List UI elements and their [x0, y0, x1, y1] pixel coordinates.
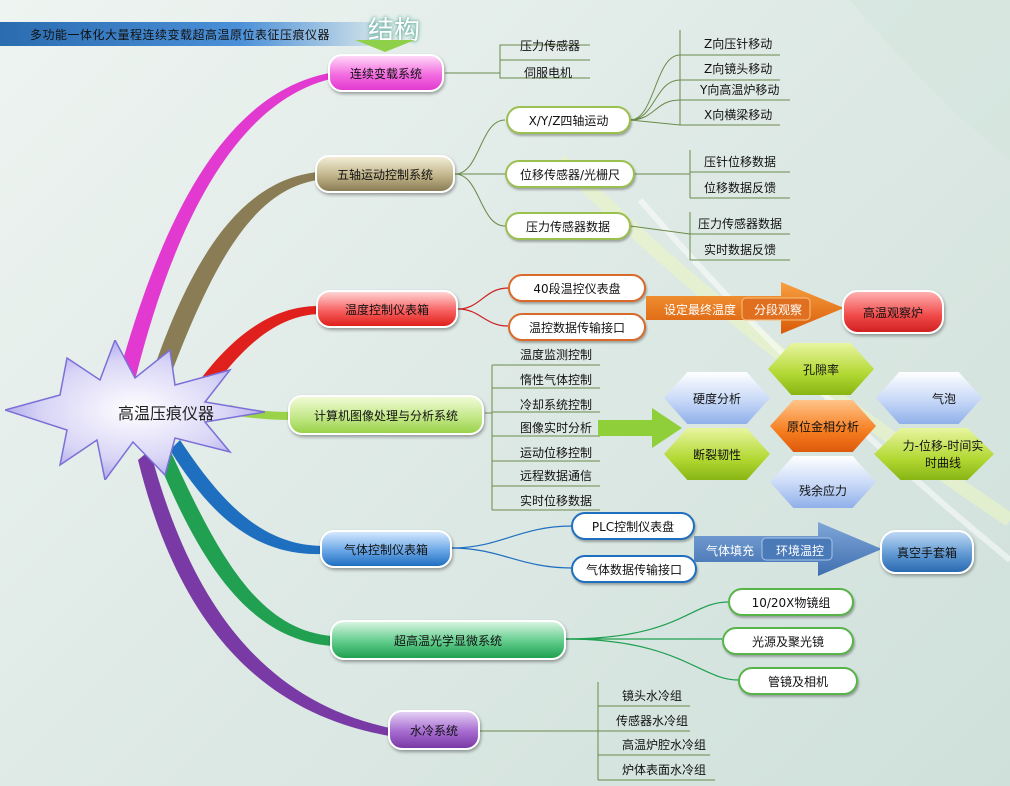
leaf-item: 镜头水冷组	[622, 689, 683, 703]
hex-label: 孔隙率	[802, 362, 839, 377]
sub-node-temp-interface[interactable]: 温控数据传输接口	[508, 313, 646, 341]
leaf-item: 炉体表面水冷组	[622, 763, 707, 777]
arrow-label: 气体填充	[706, 544, 755, 558]
branch-label: 计算机图像处理与分析系统	[313, 408, 458, 423]
leaf-item: 冷却系统控制	[520, 398, 593, 412]
sub-label: 温控数据传输接口	[528, 320, 625, 335]
sub-label: 40段温控仪表盘	[533, 281, 621, 296]
leaf-item: Y向高温炉移动	[700, 83, 780, 97]
sub-node-tube-lens-camera[interactable]: 管镜及相机	[738, 667, 858, 695]
hex-bubble: 气泡	[876, 372, 982, 424]
sub-node-objective-lens[interactable]: 10/20X物镜组	[728, 588, 854, 616]
target-node-furnace[interactable]: 高温观察炉	[842, 290, 944, 334]
branch-label: 五轴运动控制系统	[336, 167, 433, 182]
sub-label: 压力传感器数据	[525, 219, 610, 234]
sub-label: 位移传感器/光栅尺	[519, 167, 621, 182]
leaf-item: 压力传感器	[520, 39, 581, 53]
branch-curve-b6	[158, 450, 332, 646]
arrow-label: 分段观察	[754, 303, 803, 317]
hex-porosity: 孔隙率	[768, 343, 874, 395]
leaf-item: 图像实时分析	[520, 421, 593, 435]
sub-node-light-source[interactable]: 光源及聚光镜	[722, 627, 854, 655]
leaf-item: 位移数据反馈	[704, 181, 777, 195]
hex-label: 气泡	[931, 391, 956, 406]
hex-hardness: 硬度分析	[664, 372, 770, 424]
branch-node-temperature-box[interactable]: 温度控制仪表箱	[316, 290, 458, 328]
branch-label: 温度控制仪表箱	[344, 302, 429, 317]
branch-label: 气体控制仪表箱	[343, 542, 428, 557]
center-node-label: 高温压痕仪器	[118, 404, 215, 423]
leaf-item: 高温炉腔水冷组	[622, 738, 707, 752]
sub-node-gas-interface[interactable]: 气体数据传输接口	[571, 555, 697, 583]
leaf-item: 实时位移数据	[520, 494, 593, 508]
hex-label: 原位金相分析	[786, 419, 859, 434]
hex-label: 断裂韧性	[692, 447, 741, 462]
page-title: 多功能一体化大量程连续变载超高温原位表征压痕仪器	[30, 28, 331, 42]
branch-label: 水冷系统	[409, 723, 458, 738]
branch-label: 连续变载系统	[349, 66, 422, 81]
leaf-item: X向横梁移动	[704, 108, 773, 122]
leaf-item: 伺服电机	[524, 66, 573, 80]
branch-node-optical-microscope[interactable]: 超高温光学显微系统	[330, 620, 566, 660]
gas-flow-arrow-icon	[694, 522, 882, 576]
branch-curve-b1	[120, 72, 335, 380]
branch-node-continuous-load[interactable]: 连续变载系统	[328, 54, 444, 92]
sub-label: 管镜及相机	[767, 674, 828, 689]
temperature-flow-arrow-icon	[646, 282, 844, 334]
analysis-arrow-icon	[598, 408, 682, 448]
leaf-item: Z向镜头移动	[704, 62, 773, 76]
branch-node-gas-box[interactable]: 气体控制仪表箱	[320, 530, 452, 568]
branch-curve-b5	[170, 440, 322, 555]
sub-label: 气体数据传输接口	[585, 562, 682, 577]
leaf-item: 压针位移数据	[704, 155, 777, 169]
leaf-item: 实时数据反馈	[704, 243, 777, 257]
sub-node-plc-panel[interactable]: PLC控制仪表盘	[571, 512, 695, 540]
sub-node-temp-panel[interactable]: 40段温控仪表盘	[508, 274, 646, 302]
hex-metallography: 原位金相分析	[770, 400, 876, 452]
sub-node-displacement-sensor[interactable]: 位移传感器/光栅尺	[505, 160, 635, 188]
leaf-item: 压力传感器数据	[698, 217, 783, 231]
branch-node-image-analysis[interactable]: 计算机图像处理与分析系统	[288, 395, 484, 435]
hex-residual-stress: 残余应力	[770, 456, 876, 508]
hex-label: 力-位移-时间实时曲线	[902, 439, 984, 470]
leaf-item: 惰性气体控制	[520, 373, 593, 387]
sub-node-pressure-data[interactable]: 压力传感器数据	[505, 212, 631, 240]
hex-force-displacement-curve: 力-位移-时间实时曲线	[874, 428, 994, 480]
sub-label: 光源及聚光镜	[751, 634, 824, 649]
leaf-item: 远程数据通信	[520, 469, 593, 483]
target-label: 高温观察炉	[862, 305, 923, 320]
leaf-item: 运动位移控制	[520, 446, 593, 460]
hex-fracture-toughness: 断裂韧性	[664, 428, 770, 480]
target-node-glovebox[interactable]: 真空手套箱	[880, 530, 974, 574]
hex-label: 硬度分析	[692, 391, 741, 406]
header-bar	[0, 22, 400, 46]
branch-node-water-cooling[interactable]: 水冷系统	[388, 710, 480, 750]
sub-label: 10/20X物镜组	[751, 595, 831, 610]
branch-curve-b7	[138, 450, 390, 736]
arrow-label: 设定最终温度	[664, 303, 737, 317]
leaf-item: 温度监测控制	[520, 348, 593, 362]
leaf-item: Z向压针移动	[704, 37, 773, 51]
branch-label: 超高温光学显微系统	[393, 633, 502, 648]
leaf-item: 传感器水冷组	[616, 714, 689, 728]
sub-label: X/Y/Z四轴运动	[528, 113, 609, 128]
target-label: 真空手套箱	[896, 545, 957, 560]
banner-arrow-icon	[355, 40, 415, 52]
sub-node-xyz-motion[interactable]: X/Y/Z四轴运动	[506, 106, 631, 134]
sub-label: PLC控制仪表盘	[591, 519, 675, 534]
branch-node-five-axis[interactable]: 五轴运动控制系统	[315, 155, 455, 193]
hex-label: 残余应力	[798, 483, 847, 498]
arrow-label: 环境温控	[776, 544, 825, 558]
center-starburst-icon	[5, 340, 265, 480]
